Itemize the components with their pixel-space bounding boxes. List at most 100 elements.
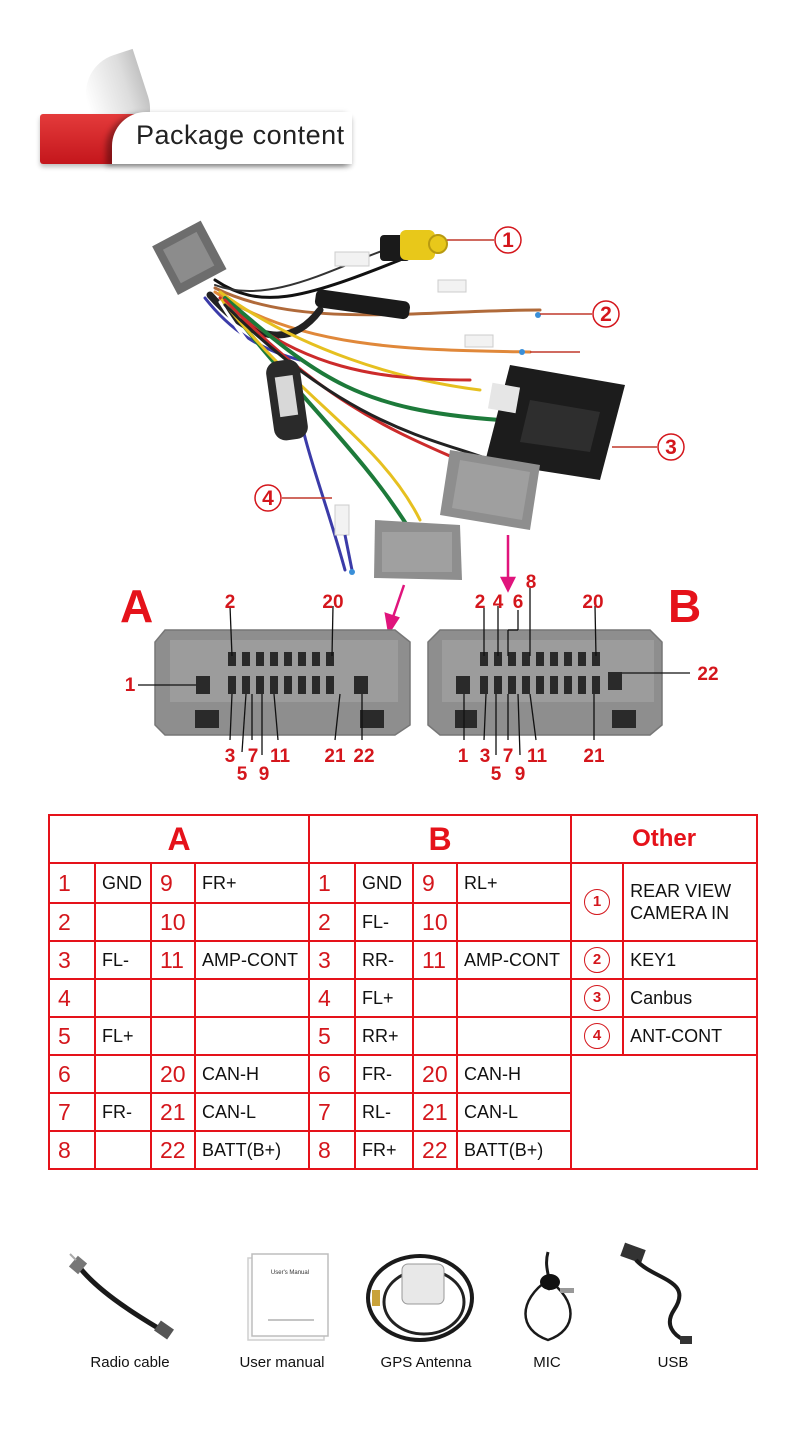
- other-mark-cell: 2: [570, 940, 625, 980]
- a-pin-function: CAN-L: [193, 1092, 311, 1132]
- b-pin-number: 5: [308, 1016, 357, 1056]
- b-pin-function: AMP-CONT: [456, 940, 573, 980]
- usb-cable-icon: [620, 1242, 692, 1344]
- b-pin-function: GND: [354, 862, 415, 904]
- b-pin-number: 1: [308, 862, 357, 904]
- a-pin-20-label: 20: [322, 592, 343, 613]
- a-pin-number: 2: [48, 902, 96, 942]
- gps-antenna-icon: [366, 1254, 474, 1342]
- b-pin-number: 20: [412, 1054, 459, 1094]
- banner-tab: [112, 112, 352, 164]
- a-pin-number: 9: [150, 862, 196, 904]
- b-pin-8-label: 8: [526, 572, 537, 593]
- b-pin-number: 8: [308, 1130, 357, 1170]
- a-pin-21-label: 21: [324, 746, 346, 767]
- a-pin-function: GND: [94, 862, 152, 904]
- connector-a: A 2 20 1 3: [120, 580, 411, 780]
- b-pin-11-label: 11: [527, 746, 548, 767]
- callout-3: 3: [665, 436, 677, 459]
- a-pin-number: 20: [150, 1054, 196, 1094]
- other-mark: 1: [584, 889, 611, 915]
- a-pin-number: 1: [48, 862, 96, 904]
- pointer-arrows: [384, 535, 517, 636]
- a-pin-function: [94, 1054, 152, 1094]
- table-header-a: A: [47, 814, 311, 864]
- b-pin-function: FL-: [354, 902, 415, 942]
- a-pin-number: 22: [150, 1130, 196, 1170]
- wiring-harness-image: [152, 220, 625, 636]
- b-pin-number: 22: [412, 1130, 459, 1170]
- b-pin-function: FL+: [354, 978, 415, 1018]
- b-pin-number: 7: [308, 1092, 357, 1132]
- a-pin-function: [94, 978, 152, 1018]
- other-mark-cell: 1: [570, 862, 625, 942]
- a-pin-number: [150, 978, 196, 1018]
- a-pin-number: 10: [150, 902, 196, 942]
- b-pin-number: 3: [308, 940, 357, 980]
- accessory-label-gps-antenna: GPS Antenna: [380, 1354, 472, 1371]
- b-pin-20-label: 20: [582, 592, 603, 613]
- a-pin-11-label: 11: [270, 746, 291, 767]
- vehicle-plug-b: [440, 450, 540, 530]
- b-pin-1-label: 1: [458, 746, 469, 767]
- b-pin-number: 2: [308, 902, 357, 942]
- a-pin-function: FR-: [94, 1092, 152, 1132]
- connector-a-letter: A: [120, 580, 153, 632]
- a-pin-function: [193, 1016, 311, 1056]
- b-pin-4-label: 4: [493, 592, 504, 613]
- a-pin-1-label: 1: [125, 675, 136, 696]
- other-mark-cell: 3: [570, 978, 625, 1018]
- b-pin-function: RL+: [456, 862, 573, 904]
- a-pin-number: 8: [48, 1130, 96, 1170]
- wire-tag: [334, 504, 350, 536]
- a-pin-function: [94, 902, 152, 942]
- mic-icon: [524, 1251, 574, 1342]
- b-pin-number: 21: [412, 1092, 459, 1132]
- a-pin-9-label: 9: [259, 764, 270, 780]
- callout-2-circle: [592, 300, 620, 328]
- vehicle-plug-a: [374, 520, 462, 580]
- connector-b-letter: B: [668, 580, 701, 632]
- b-pin-function: CAN-L: [456, 1092, 573, 1132]
- b-pin-21-label: 21: [583, 746, 605, 767]
- b-pin-number: [412, 978, 459, 1018]
- a-pin-number: 11: [150, 940, 196, 980]
- callout-2: 2: [600, 303, 612, 326]
- inline-filter: [314, 289, 410, 320]
- harness-diagram: 1 2 3 4 A: [120, 220, 719, 780]
- b-pin-function: RR-: [354, 940, 415, 980]
- wire-tag: [334, 251, 370, 267]
- a-pin-number: 4: [48, 978, 96, 1018]
- canbus-box: [485, 365, 625, 480]
- a-pin-number: 3: [48, 940, 96, 980]
- a-pin-3-label: 3: [225, 746, 236, 767]
- other-mark: 2: [584, 947, 611, 973]
- b-pin-7-label: 7: [503, 746, 514, 767]
- a-pin-function: AMP-CONT: [193, 940, 311, 980]
- other-mark: 3: [584, 985, 611, 1011]
- connector-b-pins: [456, 652, 622, 694]
- a-pin-function: [193, 978, 311, 1018]
- b-pin-number: [412, 1016, 459, 1056]
- connector-a-pins: [196, 652, 368, 694]
- b-pin-function: [456, 978, 573, 1018]
- a-pin-function: [193, 902, 311, 942]
- b-pin-number: 9: [412, 862, 459, 904]
- b-pin-3-label: 3: [480, 746, 491, 767]
- other-label: REAR VIEW CAMERA IN: [622, 862, 759, 942]
- user-manual-icon: User's Manual: [247, 1253, 329, 1341]
- b-pin-2-label: 2: [475, 592, 486, 613]
- main-plug: [152, 220, 227, 295]
- b-pin-function: FR-: [354, 1054, 415, 1094]
- accessory-label-mic: MIC: [533, 1354, 561, 1371]
- other-mark-cell: 4: [570, 1016, 625, 1056]
- wire-tag: [464, 334, 494, 348]
- b-pin-number: 11: [412, 940, 459, 980]
- callout-group: 1 2 3 4: [254, 226, 685, 512]
- a-pin-function: BATT(B+): [193, 1130, 311, 1170]
- b-pin-number: 6: [308, 1054, 357, 1094]
- banner-title: Package content: [136, 120, 345, 150]
- other-label: ANT-CONT: [622, 1016, 759, 1056]
- a-pin-22-label: 22: [353, 746, 374, 767]
- a-pin-function: [94, 1130, 152, 1170]
